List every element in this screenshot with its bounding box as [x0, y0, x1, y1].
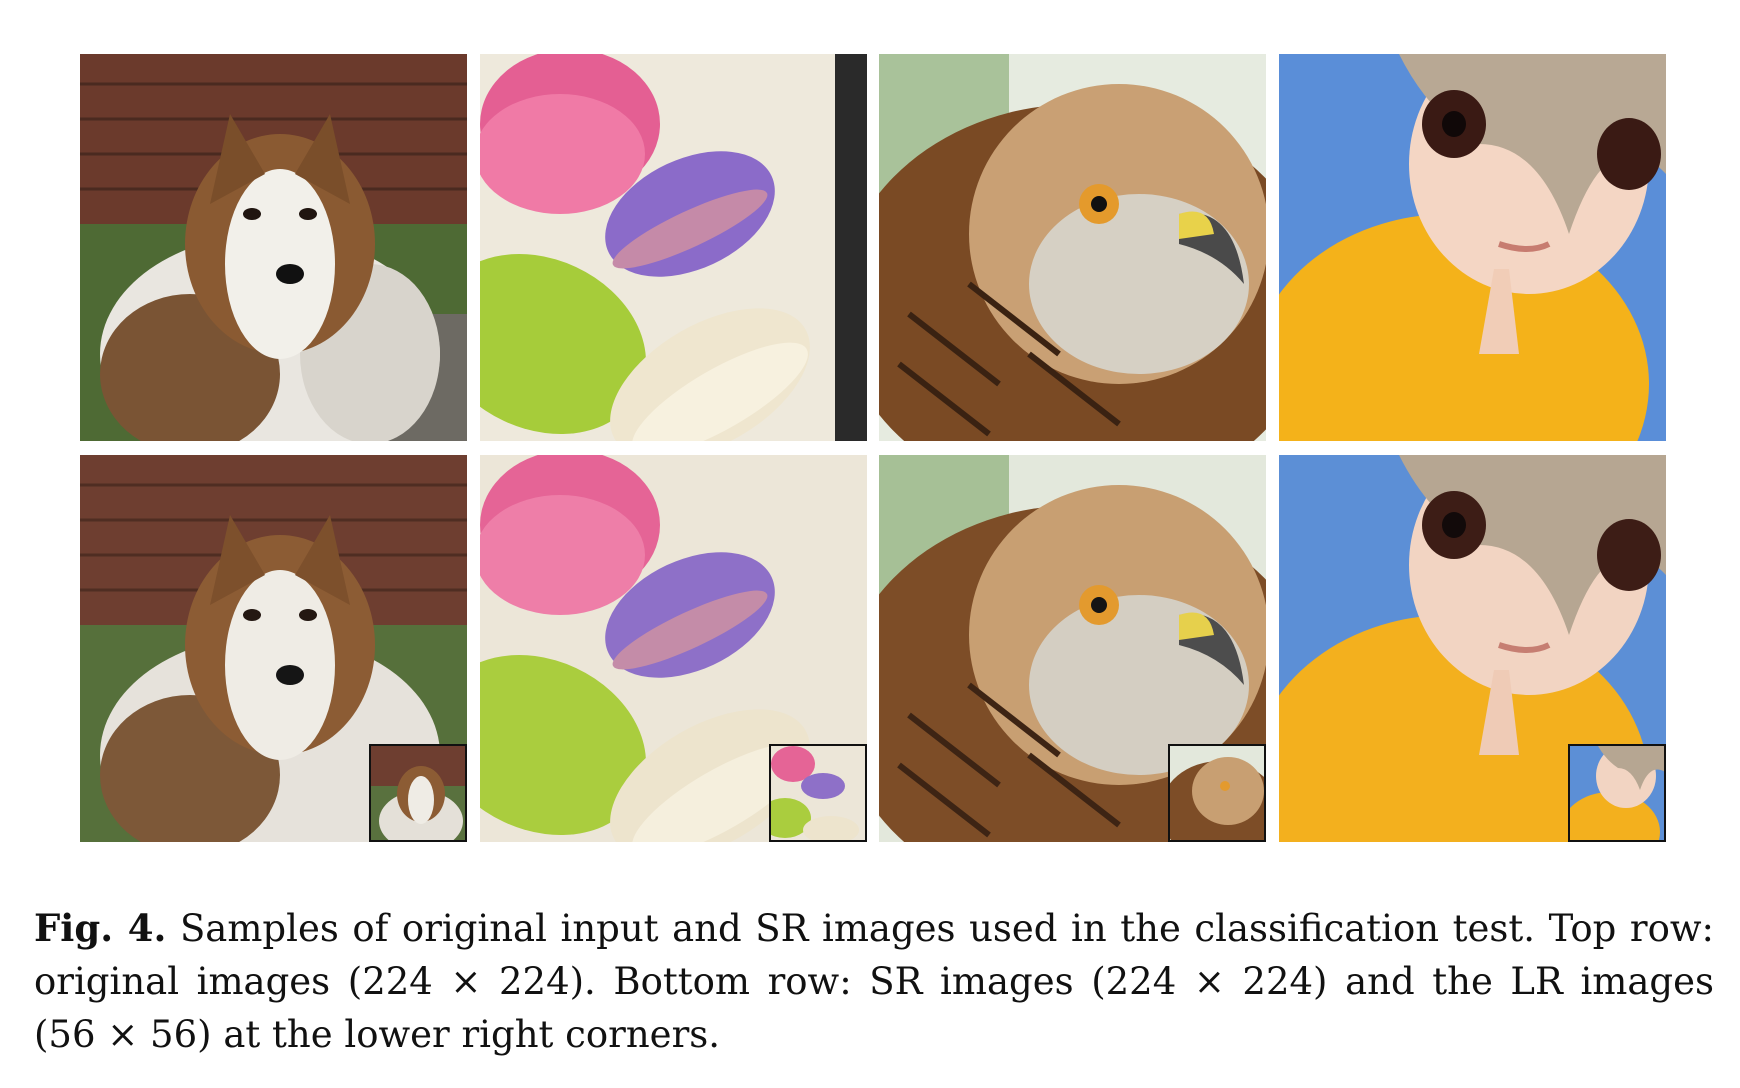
- lr-inset-doll: [1568, 744, 1666, 842]
- figure-label: Fig. 4.: [34, 906, 167, 950]
- doll-picture: [1279, 54, 1666, 441]
- lr-inset-dog: [369, 744, 467, 842]
- dog-sr-picture: [80, 455, 467, 842]
- image-macarons-original: [480, 54, 867, 441]
- dog-lr-picture: [371, 746, 465, 840]
- lr-inset-macarons: [769, 744, 867, 842]
- dog-picture: [80, 54, 467, 441]
- caption-line-2: original images (224 × 224). Bottom row:…: [34, 960, 1714, 1003]
- image-macarons-sr: [480, 455, 867, 842]
- macarons-picture: [480, 54, 867, 441]
- caption-line-3: (56 × 56) at the lower right corners.: [34, 1013, 720, 1056]
- caption-line-1-text: Samples of original input and SR images …: [166, 907, 1715, 950]
- image-dog-sr: [80, 455, 467, 842]
- image-bird-sr: [879, 455, 1266, 842]
- doll-lr-picture: [1570, 746, 1664, 840]
- bird-picture: [879, 54, 1266, 441]
- image-doll-sr: [1279, 455, 1666, 842]
- macarons-sr-picture: [480, 455, 867, 842]
- figure-grid: [80, 54, 1666, 842]
- image-dog-original: [80, 54, 467, 441]
- image-doll-original: [1279, 54, 1666, 441]
- lr-inset-bird: [1168, 744, 1266, 842]
- macarons-lr-picture: [771, 746, 865, 840]
- bird-lr-picture: [1170, 746, 1264, 840]
- figure-caption: Fig. 4. Samples of original input and SR…: [34, 902, 1714, 1061]
- image-bird-original: [879, 54, 1266, 441]
- caption-line-1: Fig. 4. Samples of original input and SR…: [34, 902, 1714, 955]
